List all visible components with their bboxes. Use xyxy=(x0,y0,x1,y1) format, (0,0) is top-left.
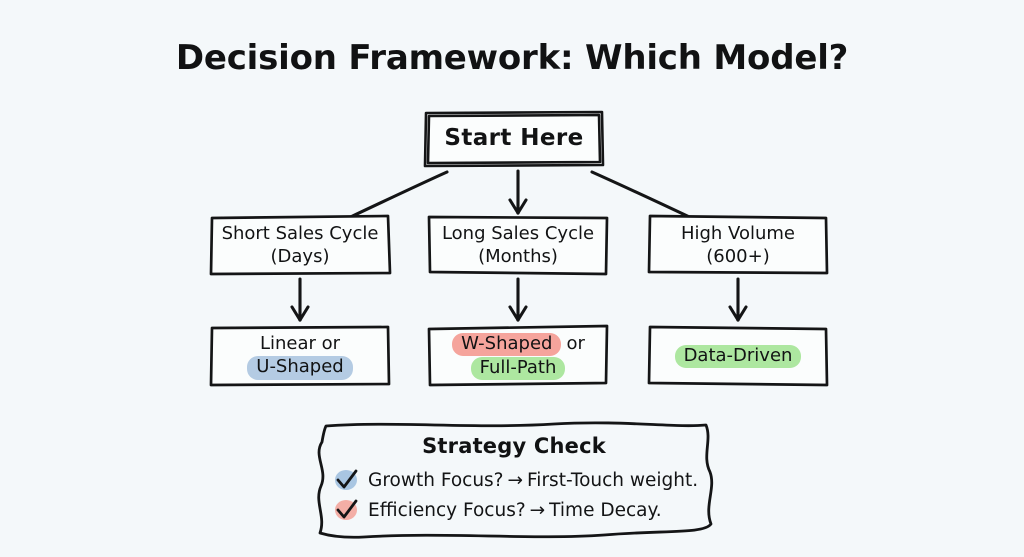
check-icon-blue xyxy=(334,467,360,493)
criteria-line1: Short Sales Cycle xyxy=(221,222,379,244)
arrow-icon: → xyxy=(507,469,524,491)
node-label: Start Here xyxy=(444,125,584,152)
strategy-check-title: Strategy Check xyxy=(422,434,606,458)
node-long-sales-cycle[interactable]: Long Sales Cycle (Months) xyxy=(427,215,609,276)
page-title: Decision Framework: Which Model? xyxy=(175,38,849,78)
result-highlight-w-shaped: W-Shaped xyxy=(452,332,562,356)
arrow-icon: → xyxy=(529,499,546,521)
check-icon-red xyxy=(334,497,360,523)
result-highlight-data-driven: Data-Driven xyxy=(674,344,802,369)
node-label: High Volume (600+) xyxy=(675,222,801,268)
node-start-here[interactable]: Start Here xyxy=(423,110,605,168)
check-condition: Growth Focus? xyxy=(368,469,504,491)
strategy-check-item-growth: Growth Focus? → First-Touch weight. xyxy=(312,467,716,493)
check-outcome: First-Touch weight. xyxy=(527,469,699,491)
criteria-line2: (Months) xyxy=(478,246,558,267)
criteria-line1: High Volume xyxy=(680,222,796,244)
node-high-volume[interactable]: High Volume (600+) xyxy=(647,214,829,275)
node-short-sales-cycle[interactable]: Short Sales Cycle (Days) xyxy=(209,214,392,276)
arrow-short-to-result xyxy=(290,277,310,322)
node-label: Linear or U-Shaped xyxy=(240,332,359,380)
node-label: Long Sales Cycle (Months) xyxy=(436,222,600,268)
strategy-check-item-efficiency: Efficiency Focus? → Time Decay. xyxy=(312,497,716,523)
result-line1: Linear or xyxy=(259,333,341,355)
result-conjunction: or xyxy=(566,332,585,354)
criteria-line2: (600+) xyxy=(706,246,770,267)
strategy-check-panel: Strategy Check Growth Focus? → First-Tou… xyxy=(312,421,716,540)
node-label: Data-Driven xyxy=(668,344,809,369)
node-label: Short Sales Cycle (Days) xyxy=(216,222,385,268)
node-result-linear-u-shaped[interactable]: Linear or U-Shaped xyxy=(209,325,391,387)
check-outcome: Time Decay. xyxy=(549,499,662,521)
arrow-long-to-result xyxy=(508,277,528,322)
arrow-start-to-long xyxy=(508,169,528,215)
result-highlight-full-path: Full-Path xyxy=(470,357,566,381)
criteria-line1: Long Sales Cycle xyxy=(441,222,595,244)
criteria-line2: (Days) xyxy=(270,246,330,267)
arrow-volume-to-result xyxy=(728,277,748,322)
result-highlight-u-shaped: U-Shaped xyxy=(247,356,353,380)
check-condition: Efficiency Focus? xyxy=(368,499,526,521)
node-result-data-driven[interactable]: Data-Driven xyxy=(647,325,829,387)
